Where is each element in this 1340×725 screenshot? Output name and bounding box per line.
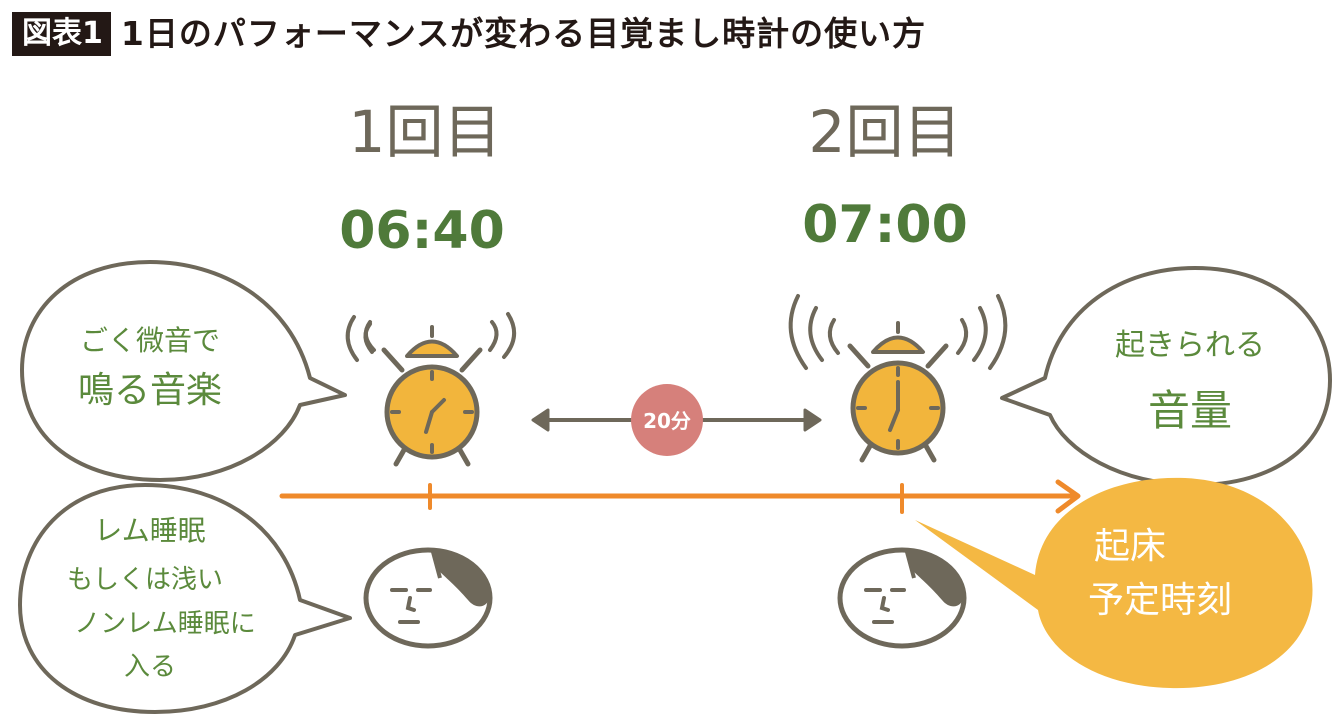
- sleep-bubble-line-3: ノンレム睡眠に: [74, 609, 255, 639]
- alarm-clock-1-icon: [345, 312, 516, 467]
- sleeping-face-1-icon: [363, 547, 493, 649]
- alarm-2-time: 07:00: [802, 195, 968, 255]
- alarm-2-heading: 2回目: [809, 98, 962, 166]
- wake-bubble-line-1: 起床: [1094, 526, 1166, 567]
- alarm-2-speech-line-2: 音量: [1148, 386, 1232, 435]
- alarm-clock-2-icon: [788, 294, 1008, 463]
- figure-label: 図表1: [12, 12, 111, 56]
- alarm-2-speech-line-1: 起きられる: [1115, 328, 1265, 363]
- wake-time-bubble: 起床 予定時刻: [915, 477, 1313, 689]
- sleep-bubble-line-2: もしくは浅い: [67, 565, 223, 595]
- interval-arrow: 20分: [531, 384, 822, 456]
- figure-title: 1日のパフォーマンスが変わる目覚まし時計の使い方: [120, 14, 927, 53]
- interval-badge: [631, 384, 703, 456]
- figure-header: 図表1 1日のパフォーマンスが変わる目覚まし時計の使い方: [12, 10, 926, 58]
- alarm-1-speech-bubble: ごく微音で 鳴る音楽: [20, 260, 347, 482]
- sleep-bubble-line-4: 入る: [124, 652, 176, 682]
- alarm-1-heading: 1回目: [349, 98, 502, 166]
- sleeping-face-2-icon: [837, 547, 967, 649]
- sleep-state-bubble: レム睡眠 もしくは浅い ノンレム睡眠に 入る: [18, 483, 352, 714]
- timeline: [279, 479, 1081, 514]
- alarm-1-time: 06:40: [339, 201, 505, 261]
- wake-bubble-line-2: 予定時刻: [1088, 580, 1232, 621]
- alarm-1-speech-line-1: ごく微音で: [80, 324, 220, 357]
- sleep-bubble-line-1: レム睡眠: [94, 514, 205, 547]
- alarm-1-speech-line-2: 鳴る音楽: [78, 370, 222, 411]
- interval-label: 20分: [643, 409, 691, 433]
- alarm-2-speech-bubble: 起きられる 音量: [1000, 266, 1332, 487]
